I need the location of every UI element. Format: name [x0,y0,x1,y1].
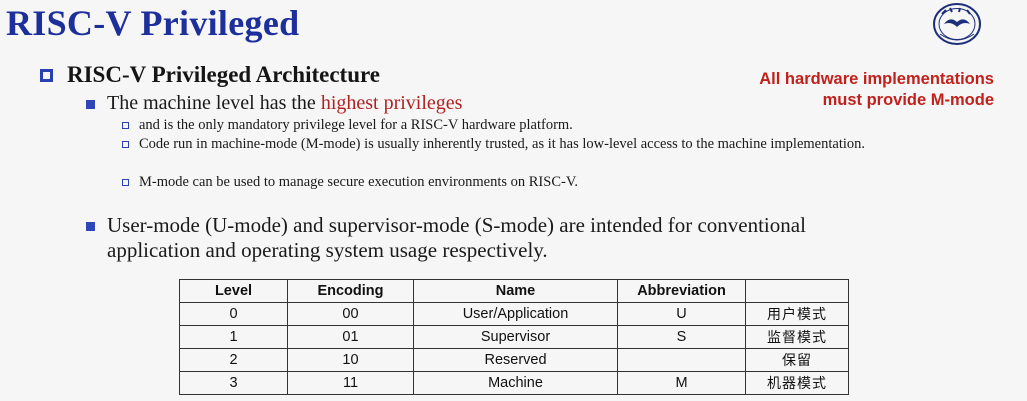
cell-name: Supervisor [413,325,618,349]
sub-bullet-text: M-mode can be used to manage secure exec… [139,174,579,190]
cell-level: 0 [179,302,288,326]
header-level: Level [179,279,288,303]
cell-level: 2 [179,348,288,372]
table-row: 3 11 Machine M 机器模式 [179,371,849,395]
small-square-bullet-icon [122,179,129,186]
cell-encoding: 11 [287,371,414,395]
cell-abbreviation: M [617,371,746,395]
cell-chinese: 用户模式 [745,302,849,326]
table-row: 2 10 Reserved 保留 [179,348,849,372]
table-row: 1 01 Supervisor S 监督模式 [179,325,849,349]
highest-privileges-highlight: highest privileges [320,92,463,114]
table-row: 0 00 User/Application U 用户模式 [179,302,849,326]
bullet-machine-level-text: The machine level has the highest privil… [107,92,462,115]
header-abbreviation: Abbreviation [617,279,746,303]
cell-chinese: 机器模式 [745,371,849,395]
bullet-user-supervisor-text: User-mode (U-mode) and supervisor-mode (… [107,213,806,262]
bullet1-prefix: The machine level has the [107,92,321,114]
cell-level: 1 [179,325,288,349]
cell-encoding: 10 [287,348,414,372]
sub-bullet-trusted: Code run in machine-mode (M-mode) is usu… [122,136,962,153]
bullet-machine-level: The machine level has the highest privil… [86,92,462,115]
cell-level: 3 [179,371,288,395]
header-encoding: Encoding [287,279,414,303]
cell-name: Machine [413,371,618,395]
university-logo-icon [933,3,981,45]
sub-bullet-mandatory: and is the only mandatory privilege leve… [122,117,982,134]
mmode-note: All hardware implementations must provid… [759,69,994,111]
cell-encoding: 01 [287,325,414,349]
sub-bullet-text: and is the only mandatory privilege leve… [139,117,573,133]
cell-name: User/Application [413,302,618,326]
sub-bullet-secure: M-mode can be used to manage secure exec… [122,174,982,191]
mmode-note-line1: All hardware implementations [759,70,994,88]
small-square-bullet-icon [122,122,129,129]
bullet-user-supervisor: User-mode (U-mode) and supervisor-mode (… [86,213,886,263]
cell-chinese: 监督模式 [745,325,849,349]
hollow-square-bullet-icon [40,68,53,82]
header-chinese [745,279,849,303]
section-heading: RISC-V Privileged Architecture [40,62,380,88]
cell-abbreviation: S [617,325,746,349]
cell-name: Reserved [413,348,618,372]
section-heading-text: RISC-V Privileged Architecture [67,62,381,87]
cell-abbreviation: U [617,302,746,326]
privilege-levels-table: Level Encoding Name Abbreviation 0 00 Us… [179,279,849,395]
small-square-bullet-icon [122,141,129,148]
header-name: Name [413,279,618,303]
cell-chinese: 保留 [745,348,849,372]
cell-abbreviation [617,348,746,372]
mmode-note-line2: must provide M-mode [822,91,994,109]
cell-encoding: 00 [287,302,414,326]
sub-bullet-text: Code run in machine-mode (M-mode) is usu… [139,136,866,152]
table-header-row: Level Encoding Name Abbreviation [179,279,849,303]
filled-square-bullet-icon [86,222,95,231]
filled-square-bullet-icon [86,100,95,109]
slide-title: RISC-V Privileged [6,3,300,43]
